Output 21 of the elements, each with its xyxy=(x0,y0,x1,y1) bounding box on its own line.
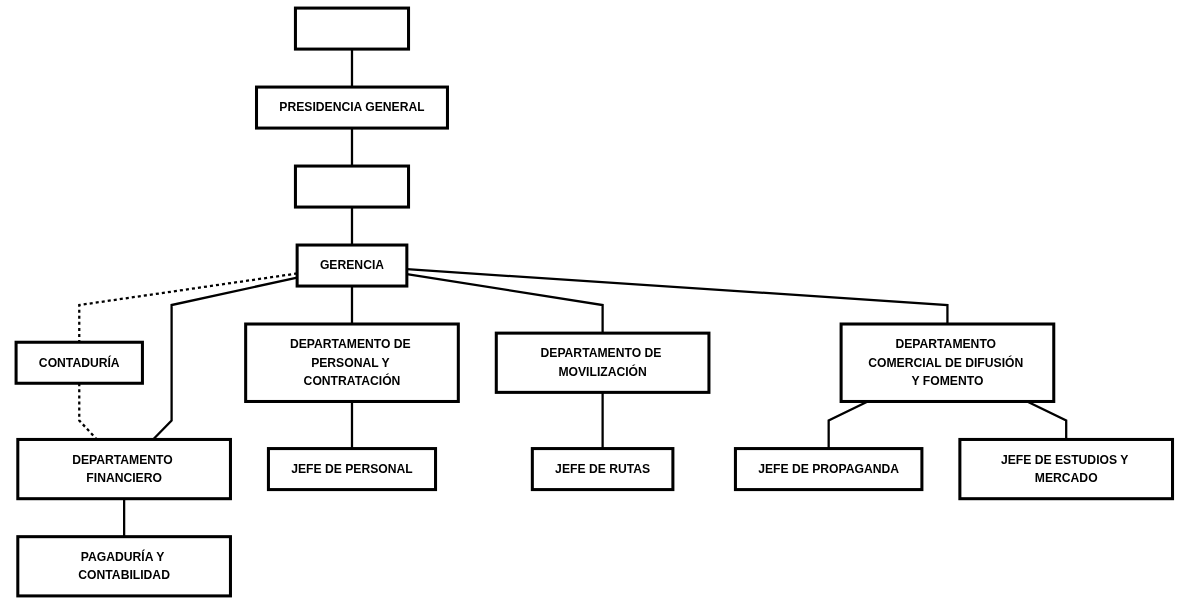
node-box: DEPARTAMENTO DE MOVILIZACIÓN xyxy=(494,331,711,394)
node-box: PRESIDENCIA GENERAL xyxy=(254,85,449,130)
node-box: PAGADURÍA Y CONTABILIDAD xyxy=(16,535,232,598)
connector xyxy=(350,286,353,324)
connector xyxy=(350,49,353,88)
node-box xyxy=(293,6,410,51)
node-box: DEPARTAMENTO FINANCIERO xyxy=(16,437,232,501)
connector xyxy=(350,128,353,167)
connector xyxy=(350,207,353,246)
node-box xyxy=(293,164,410,209)
node-box: DEPARTAMENTO DE PERSONAL Y CONTRATACIÓN xyxy=(243,322,460,403)
node-box: JEFE DE RUTAS xyxy=(530,447,675,492)
node-box: JEFE DE ESTUDIOS Y MERCADO xyxy=(958,437,1174,501)
connector xyxy=(122,498,125,537)
node-box: JEFE DE PERSONAL xyxy=(266,447,437,492)
node-box: JEFE DE PROPAGANDA xyxy=(733,447,924,492)
connector xyxy=(350,401,353,449)
node-box: CONTADURÍA xyxy=(14,340,144,385)
node-box: GERENCIA xyxy=(295,243,409,288)
connector xyxy=(601,392,604,449)
node-box: DEPARTAMENTO COMERCIAL DE DIFUSIÓN Y FOMENTO xyxy=(839,322,1055,403)
